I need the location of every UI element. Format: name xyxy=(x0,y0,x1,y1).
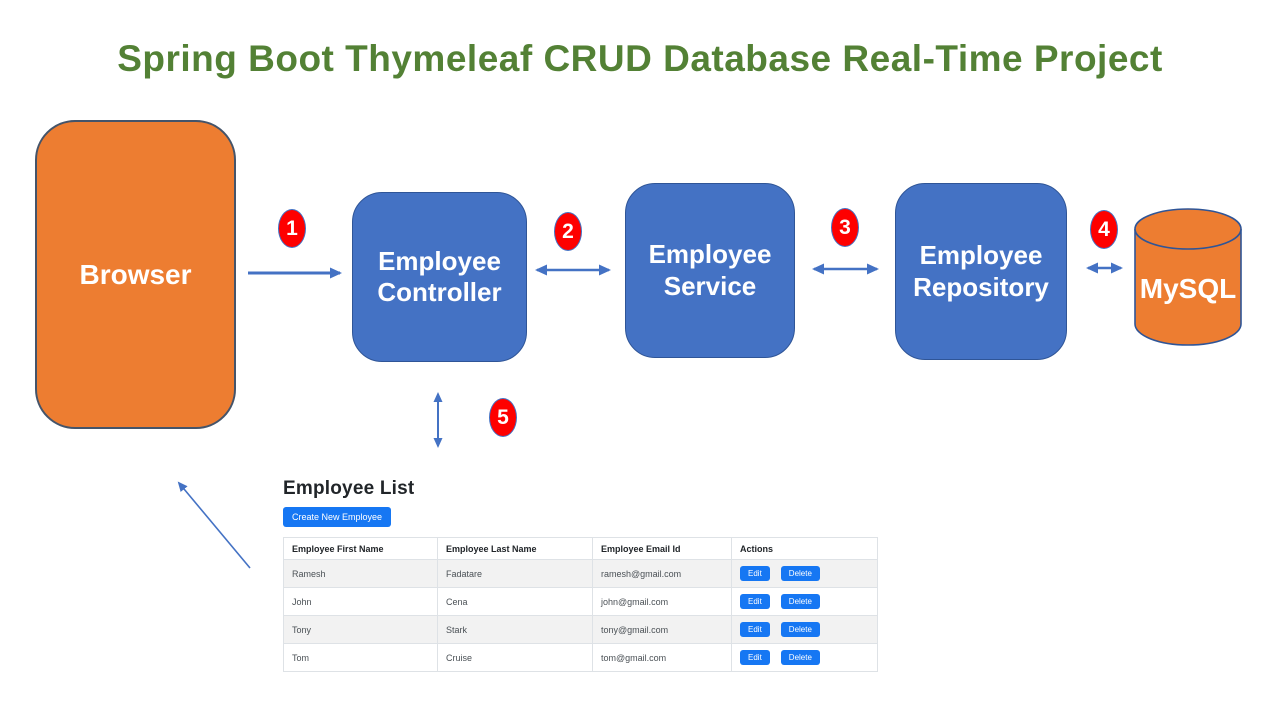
node-employee-service: Employee Service xyxy=(625,183,795,358)
node-repository-label: Employee Repository xyxy=(913,240,1049,302)
cell-actions: Edit Delete xyxy=(731,615,878,644)
cell-actions: Edit Delete xyxy=(731,559,878,588)
node-mysql-label: MySQL xyxy=(1139,273,1237,304)
step-badge-2: 2 xyxy=(554,212,582,251)
table-row: Tony Stark tony@gmail.com Edit Delete xyxy=(283,615,878,644)
create-new-employee-button[interactable]: Create New Employee xyxy=(283,507,392,527)
node-employee-controller: Employee Controller xyxy=(352,192,527,362)
employee-list-heading: Employee List xyxy=(283,478,415,499)
header-email: Employee Email Id xyxy=(592,537,732,560)
employee-table: Employee First Name Employee Last Name E… xyxy=(283,537,878,672)
cell-first-name: Tony xyxy=(283,615,438,644)
delete-button[interactable]: Delete xyxy=(780,566,820,581)
step-badge-4: 4 xyxy=(1090,210,1118,249)
cell-first-name: Tom xyxy=(283,643,438,672)
table-row: Ramesh Fadatare ramesh@gmail.com Edit Del… xyxy=(283,559,878,588)
page-title: Spring Boot Thymeleaf CRUD Database Real… xyxy=(117,38,1163,79)
delete-button[interactable]: Delete xyxy=(780,594,820,609)
step-3-number: 3 xyxy=(839,215,851,239)
employee-list-page: Employee List Create New Employee Employ… xyxy=(283,478,878,672)
cell-actions: Edit Delete xyxy=(731,587,878,616)
cell-email: john@gmail.com xyxy=(592,587,732,616)
edit-button[interactable]: Edit xyxy=(740,622,770,637)
database-cylinder-icon xyxy=(1134,208,1242,346)
node-service-label: Employee Service xyxy=(648,239,772,301)
cell-first-name: Ramesh xyxy=(283,559,438,588)
edit-button[interactable]: Edit xyxy=(740,650,770,665)
arrow-view-to-browser xyxy=(177,481,251,569)
edit-button[interactable]: Edit xyxy=(740,594,770,609)
table-header-row: Employee First Name Employee Last Name E… xyxy=(283,537,878,560)
cell-last-name: Stark xyxy=(437,615,593,644)
cell-email: ramesh@gmail.com xyxy=(592,559,732,588)
cell-email: tony@gmail.com xyxy=(592,615,732,644)
node-controller-label: Employee Controller xyxy=(377,245,502,307)
step-4-number: 4 xyxy=(1098,217,1110,241)
table-row: John Cena john@gmail.com Edit Delete xyxy=(283,587,878,616)
header-first-name: Employee First Name xyxy=(283,537,438,560)
node-browser-label: Browser xyxy=(79,258,192,290)
edit-button[interactable]: Edit xyxy=(740,566,770,581)
delete-button[interactable]: Delete xyxy=(780,622,820,637)
cell-email: tom@gmail.com xyxy=(592,643,732,672)
node-mysql-database: MySQL xyxy=(1133,207,1243,347)
cell-actions: Edit Delete xyxy=(731,643,878,672)
step-5-number: 5 xyxy=(497,405,509,429)
step-badge-3: 3 xyxy=(831,208,859,247)
header-actions: Actions xyxy=(731,537,878,560)
table-row: Tom Cruise tom@gmail.com Edit Delete xyxy=(283,643,878,672)
step-badge-5: 5 xyxy=(489,398,517,437)
cell-last-name: Cena xyxy=(437,587,593,616)
header-last-name: Employee Last Name xyxy=(437,537,593,560)
node-employee-repository: Employee Repository xyxy=(895,183,1067,360)
delete-button[interactable]: Delete xyxy=(780,650,820,665)
cell-first-name: John xyxy=(283,587,438,616)
step-1-number: 1 xyxy=(286,216,298,240)
node-browser: Browser xyxy=(35,120,236,429)
step-2-number: 2 xyxy=(562,219,574,243)
cell-last-name: Fadatare xyxy=(437,559,593,588)
step-badge-1: 1 xyxy=(278,209,306,248)
cell-last-name: Cruise xyxy=(437,643,593,672)
